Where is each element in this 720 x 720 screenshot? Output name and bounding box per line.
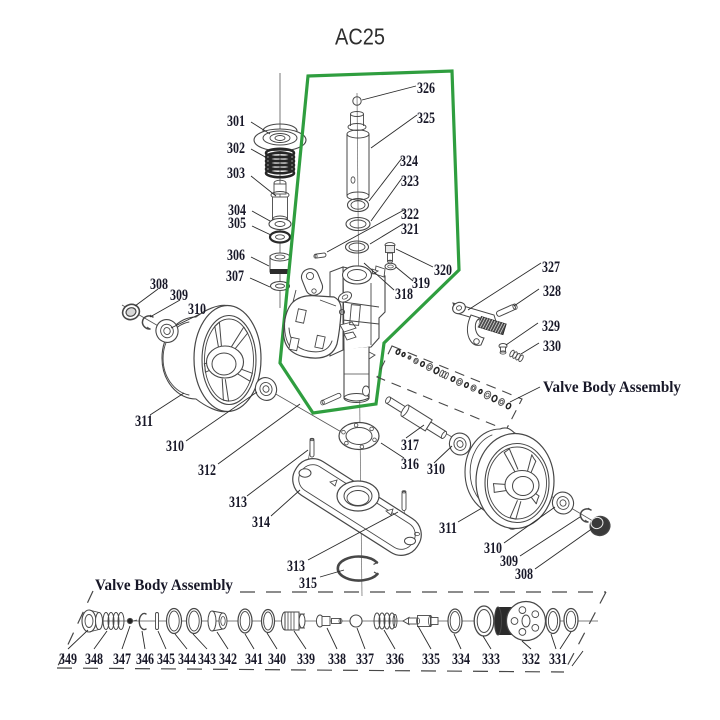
svg-text:309: 309 bbox=[170, 287, 188, 304]
svg-text:326: 326 bbox=[417, 80, 435, 97]
svg-text:310: 310 bbox=[166, 438, 184, 455]
svg-text:313: 313 bbox=[287, 558, 305, 575]
svg-text:308: 308 bbox=[515, 566, 533, 583]
svg-text:331: 331 bbox=[549, 651, 567, 668]
svg-text:330: 330 bbox=[543, 338, 561, 355]
svg-text:325: 325 bbox=[417, 110, 435, 127]
svg-text:341: 341 bbox=[245, 651, 263, 668]
svg-text:305: 305 bbox=[228, 215, 246, 232]
svg-text:337: 337 bbox=[356, 651, 374, 668]
svg-text:Valve Body Assembly: Valve Body Assembly bbox=[543, 379, 681, 396]
svg-text:302: 302 bbox=[227, 140, 245, 157]
svg-text:311: 311 bbox=[439, 520, 457, 537]
svg-text:309: 309 bbox=[500, 553, 518, 570]
svg-text:319: 319 bbox=[412, 275, 430, 292]
svg-text:334: 334 bbox=[452, 651, 470, 668]
svg-text:AC25: AC25 bbox=[335, 24, 385, 50]
svg-text:327: 327 bbox=[542, 259, 560, 276]
svg-text:339: 339 bbox=[297, 651, 315, 668]
svg-text:Valve Body Assembly: Valve Body Assembly bbox=[95, 577, 233, 594]
svg-text:332: 332 bbox=[522, 651, 540, 668]
svg-text:333: 333 bbox=[482, 651, 500, 668]
svg-text:310: 310 bbox=[484, 540, 502, 557]
svg-text:315: 315 bbox=[299, 575, 317, 592]
svg-text:320: 320 bbox=[434, 262, 452, 279]
svg-text:317: 317 bbox=[401, 437, 419, 454]
svg-text:314: 314 bbox=[252, 514, 270, 531]
svg-text:321: 321 bbox=[401, 221, 419, 238]
svg-text:345: 345 bbox=[157, 651, 175, 668]
svg-text:324: 324 bbox=[400, 153, 418, 170]
svg-text:343: 343 bbox=[198, 651, 216, 668]
svg-text:312: 312 bbox=[198, 462, 216, 479]
svg-text:346: 346 bbox=[136, 651, 154, 668]
svg-text:306: 306 bbox=[227, 247, 245, 264]
svg-text:329: 329 bbox=[542, 318, 560, 335]
svg-text:304: 304 bbox=[228, 202, 246, 219]
svg-text:318: 318 bbox=[395, 286, 413, 303]
svg-text:303: 303 bbox=[227, 165, 245, 182]
svg-text:316: 316 bbox=[401, 456, 419, 473]
svg-text:335: 335 bbox=[422, 651, 440, 668]
svg-text:310: 310 bbox=[188, 301, 206, 318]
svg-text:310: 310 bbox=[427, 461, 445, 478]
svg-text:338: 338 bbox=[328, 651, 346, 668]
svg-text:336: 336 bbox=[386, 651, 404, 668]
svg-text:311: 311 bbox=[135, 413, 153, 430]
svg-text:342: 342 bbox=[219, 651, 237, 668]
svg-text:313: 313 bbox=[229, 494, 247, 511]
svg-text:347: 347 bbox=[113, 651, 131, 668]
svg-text:340: 340 bbox=[268, 651, 286, 668]
svg-text:307: 307 bbox=[226, 268, 244, 285]
svg-text:323: 323 bbox=[401, 173, 419, 190]
svg-text:348: 348 bbox=[85, 651, 103, 668]
svg-text:322: 322 bbox=[401, 206, 419, 223]
svg-text:349: 349 bbox=[59, 651, 77, 668]
svg-text:308: 308 bbox=[150, 276, 168, 293]
svg-text:328: 328 bbox=[543, 283, 561, 300]
svg-text:344: 344 bbox=[178, 651, 196, 668]
svg-text:301: 301 bbox=[227, 113, 245, 130]
